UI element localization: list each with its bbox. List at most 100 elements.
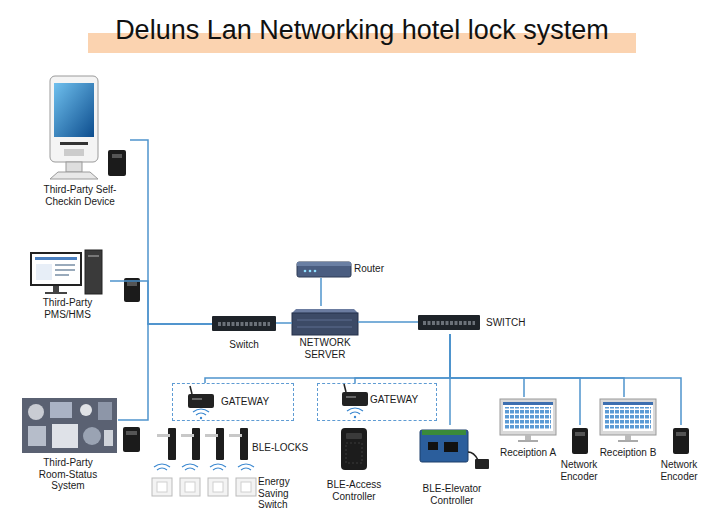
screen-panel [36, 264, 52, 280]
kiosk-stand [66, 162, 82, 172]
lock-illustration [157, 428, 248, 460]
network-cable [205, 334, 450, 383]
device-node: BLE-LOCKS [155, 422, 305, 464]
reception-monitor [600, 399, 656, 442]
collage-icon [28, 404, 44, 420]
device-label: Third-Party Self-Checkin Device [30, 184, 130, 207]
terminal-block [422, 430, 466, 435]
device-node: Network Encoder [654, 425, 704, 481]
wifi-symbol [193, 409, 209, 415]
device-node: NETWORK SERVER [292, 306, 358, 362]
pc-tower [85, 250, 102, 294]
gateway-box: GATEWAY [317, 383, 437, 421]
card-reader [123, 427, 140, 452]
encoder-illustration [572, 428, 588, 454]
router-illustration [297, 262, 351, 277]
monitor-base [45, 292, 67, 294]
network-cable [450, 334, 681, 425]
circuit-board [420, 430, 468, 462]
switch-ports [218, 322, 270, 326]
device-label: Switch [212, 339, 276, 351]
monitor-screen [603, 402, 653, 431]
switch-ports [423, 321, 475, 325]
kiosk-screen [54, 83, 94, 137]
collage-icon [52, 424, 78, 448]
monitor-frame [600, 399, 656, 435]
switch-illustration [212, 316, 276, 331]
power-adapter [475, 459, 489, 469]
gateway-body [188, 394, 214, 408]
gateway-detail [192, 398, 202, 400]
device-node: Switch [212, 313, 276, 353]
lock-handle [157, 434, 170, 437]
screen-line [55, 264, 75, 266]
wifi-symbol [347, 408, 363, 414]
encoder-light [676, 432, 686, 436]
diagram-title: Deluns Lan Networking hotel lock system [60, 13, 664, 47]
elevator-controller-illustration [420, 430, 489, 469]
server-body [292, 313, 358, 335]
wifi-symbol [238, 464, 254, 470]
gateway-detail [346, 396, 356, 398]
network-cable [110, 281, 212, 324]
monitor-stand [625, 435, 631, 440]
pc-drive [88, 255, 99, 257]
collage-icon [80, 404, 92, 416]
chip [428, 442, 438, 450]
kiosk-slot [60, 142, 88, 145]
kiosk-foot [50, 172, 98, 179]
monitor-frame [30, 252, 82, 286]
device-label: GATEWAY [221, 396, 269, 408]
encoder-light [575, 432, 585, 436]
device-label: BLE-Access Controller [318, 479, 390, 502]
collage-background [22, 398, 117, 453]
energy-switch-illustration [152, 478, 256, 496]
monitor-base [518, 440, 538, 442]
network-cable [358, 321, 418, 323]
device-node: BLE-Elevator Controller [412, 425, 492, 505]
device-label: Third-Party PMS/HMS [25, 297, 110, 320]
wifi-symbol [210, 464, 226, 470]
controller-keypad [346, 443, 362, 463]
collage-icon [98, 402, 112, 420]
kiosk-body [50, 76, 98, 162]
switch-key [213, 482, 223, 492]
wall-switch [208, 478, 228, 496]
router-led [314, 270, 317, 273]
device-node: Third-Party PMS/HMS [25, 245, 110, 321]
antenna [190, 386, 192, 394]
screen-bar [603, 402, 653, 405]
collage-icon [28, 426, 46, 446]
device-label: Receiption B [590, 447, 666, 459]
switch-key [185, 482, 195, 492]
device-label: BLE-Elevator Controller [412, 483, 492, 506]
room-grid [605, 407, 651, 429]
encoder-illustration [673, 428, 689, 454]
card-reader-light [112, 154, 122, 158]
device-node: Router [296, 258, 386, 278]
device-label: BLE-LOCKS [252, 442, 308, 454]
access-controller-illustration [341, 428, 367, 470]
device-node: Receiption B [590, 397, 666, 459]
server-line [297, 320, 352, 321]
monitor-frame [500, 399, 556, 435]
wall-switch [236, 478, 256, 496]
lock-handle [205, 434, 218, 437]
device-node: Third-Party Self-Checkin Device [30, 72, 130, 204]
network-cable [320, 278, 322, 306]
antenna [344, 384, 346, 392]
device-node: Network Encoder [554, 425, 604, 481]
controller-body [341, 428, 367, 470]
lock-handle [229, 434, 242, 437]
screen-bar [35, 257, 77, 260]
device-label: Router [354, 263, 384, 275]
device-node: BLE-Access Controller [318, 425, 390, 505]
monitor-stand [53, 286, 59, 292]
monitor-screen [503, 402, 553, 431]
monitor-base [618, 440, 638, 442]
encoder-body [673, 428, 689, 454]
router-top [297, 262, 351, 266]
device-label: GATEWAY [370, 394, 418, 406]
